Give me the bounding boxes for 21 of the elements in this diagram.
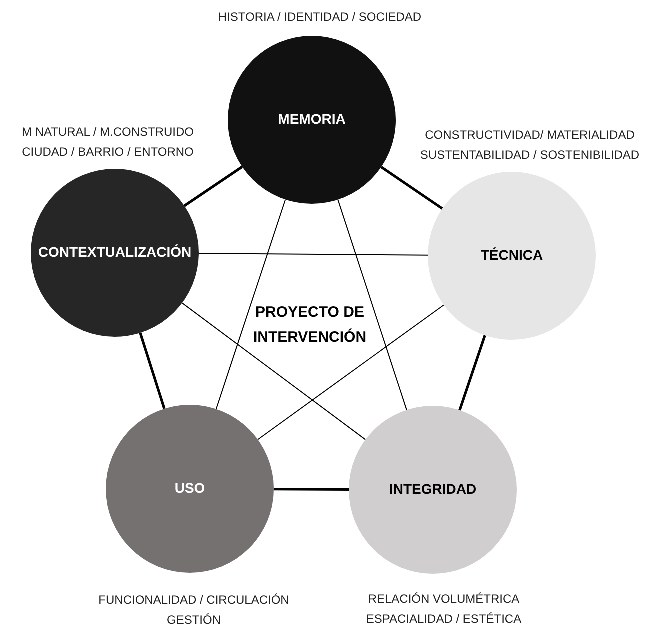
annotation-text: FUNCIONALIDAD / CIRCULACIÓN GESTIÓN (98, 592, 290, 628)
connector-line (258, 304, 444, 440)
annotation-text: M NATURAL / M.CONSTRUIDO CIUDAD / BARRIO / ENTORNO (20, 124, 195, 161)
node-label: INTEGRIDAD (389, 481, 477, 499)
connector-line (338, 199, 408, 411)
annotation-text: HISTORIA / IDENTIDAD / SOCIEDAD (217, 9, 423, 26)
node-label: MEMORIA (278, 111, 346, 129)
annotation-text: RELACIÓN VOLUMÉTRICA ESPACIALIDAD / ESTÉTICA (365, 591, 523, 628)
connector-line (198, 253, 428, 256)
connector-line (139, 332, 166, 410)
connector-line (380, 166, 444, 210)
connector-line (458, 335, 486, 411)
connector-line (274, 488, 349, 491)
annotation-text: CONSTRUCTIVIDAD/ MATERIALIDAD SUSTENTABILIDAD / SOSTENIBILIDAD (419, 127, 641, 164)
center-title: PROYECTO DE INTERVENCIÓN (252, 303, 368, 348)
connector-line (182, 302, 366, 440)
node-label: USO (174, 480, 206, 498)
node-label: CONTEXTUALIZACIÓN (38, 244, 192, 262)
connector-line (184, 166, 244, 208)
node-label: TÉCNICA (480, 247, 544, 265)
connector-line (216, 199, 286, 410)
